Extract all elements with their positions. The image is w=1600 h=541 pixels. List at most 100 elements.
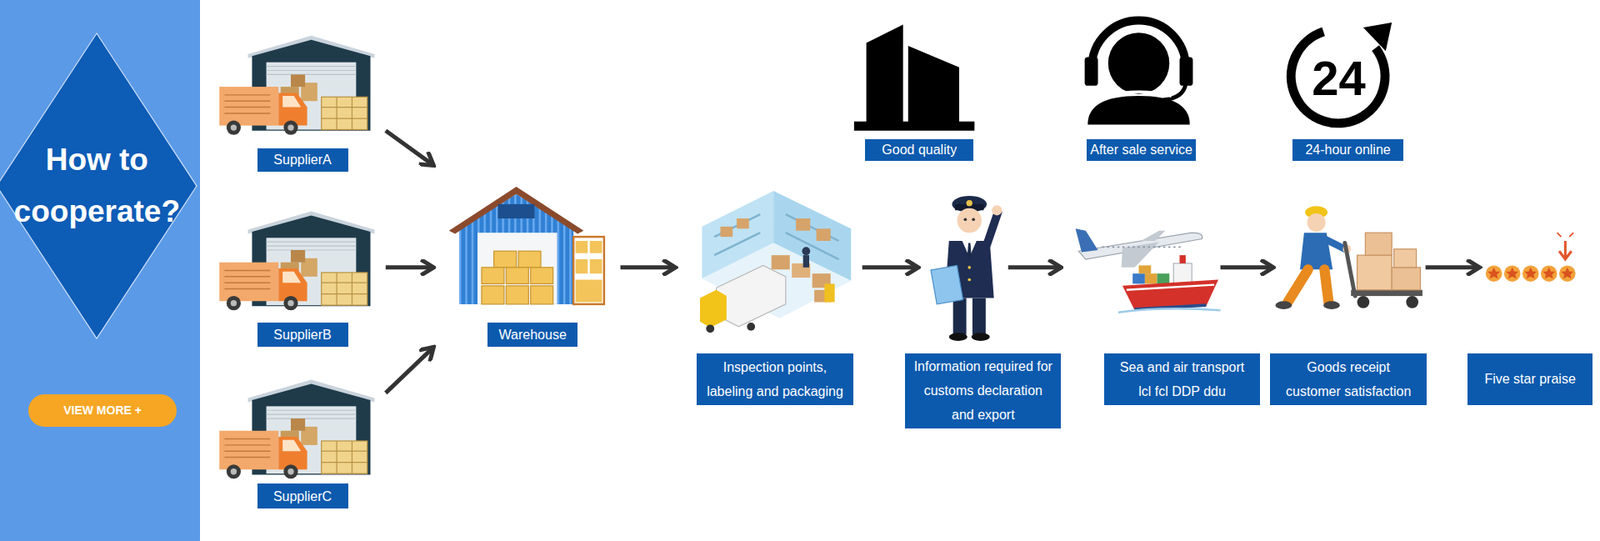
step-label: Sea and air transport lcl fcl DDP ddu xyxy=(1104,353,1260,405)
feature-tag: Good quality xyxy=(865,139,974,162)
building-icon xyxy=(908,45,960,123)
inspection-art xyxy=(736,218,750,229)
warehouse-art xyxy=(575,259,589,274)
flow-arrow xyxy=(385,130,435,166)
flow-arrow xyxy=(862,265,919,270)
five-stars-art xyxy=(1485,265,1503,282)
warehouse-art xyxy=(494,250,517,268)
inspection-art xyxy=(746,322,755,331)
five-stars-art xyxy=(1505,267,1519,279)
supplier-label: SupplierB xyxy=(257,322,349,347)
warehouse-art xyxy=(477,232,558,305)
five-stars-art xyxy=(1540,265,1558,282)
warehouse-art xyxy=(481,285,505,305)
delivery-worker-art xyxy=(1394,249,1417,268)
inspection-art xyxy=(720,226,733,237)
feature-label: Good quality xyxy=(865,139,974,162)
warehouse-art xyxy=(481,267,505,285)
view-more-button: VIEW MORE + xyxy=(28,394,177,427)
headset-icon xyxy=(1085,20,1194,125)
customs-officer-art xyxy=(967,278,971,282)
flow-arrow xyxy=(1008,265,1062,270)
inspection-art xyxy=(700,290,727,328)
process-step: Goods receipt customer satisfaction xyxy=(1273,199,1425,407)
inspection-art xyxy=(795,218,810,231)
inspection-art xyxy=(803,255,810,268)
customs-officer-art xyxy=(966,200,973,206)
step-label: Five star praise xyxy=(1467,353,1594,405)
customs-officer-art xyxy=(967,242,972,260)
five-stars-art xyxy=(1524,267,1537,279)
transport-art xyxy=(1132,273,1145,284)
warehouse-art xyxy=(575,280,603,303)
supplier-c-art xyxy=(219,380,375,480)
clock-number: 24 xyxy=(1307,57,1371,100)
transport-art xyxy=(1173,263,1192,284)
warehouse-art xyxy=(505,285,529,305)
process-step: Sea and air transport lcl fcl DDP ddu xyxy=(1060,219,1220,406)
diamond-outline xyxy=(0,33,197,339)
transport-art xyxy=(1139,265,1152,274)
intro-heading: How to cooperate? xyxy=(14,134,180,238)
delivery-worker-art xyxy=(1287,269,1308,302)
transport-art xyxy=(1122,280,1219,311)
flow-arrow xyxy=(385,265,435,270)
warehouse-art xyxy=(573,236,605,305)
transport-art xyxy=(1118,308,1220,312)
step-label: Information required for customs declara… xyxy=(905,353,1061,430)
supplier-node: SupplierB xyxy=(219,204,386,350)
building-icon xyxy=(854,24,975,130)
supplier-label: SupplierA xyxy=(257,148,349,172)
delivery-worker-art xyxy=(1345,242,1355,296)
inspection-art xyxy=(824,283,835,302)
five-stars-art xyxy=(1559,265,1576,282)
customs-officer-art xyxy=(953,298,967,335)
process-step: Inspection points, labeling and packagin… xyxy=(675,178,863,406)
warehouse-node: Warehouse xyxy=(433,163,620,350)
supplier-label: SupplierC xyxy=(257,483,349,508)
customs-officer-art xyxy=(991,205,1002,215)
transport-art xyxy=(1157,273,1170,284)
headset-icon xyxy=(1108,32,1170,94)
five-stars-art xyxy=(1485,232,1576,282)
five-stars-art xyxy=(1487,267,1500,279)
feature-tag: 24-hour online xyxy=(1292,139,1403,162)
delivery-worker-art xyxy=(1365,232,1392,255)
customs-officer-art xyxy=(930,265,964,305)
transport-art xyxy=(1075,228,1221,312)
headset-icon xyxy=(1163,83,1186,100)
intro-diamond: How to cooperate? xyxy=(0,33,197,339)
inspection-art xyxy=(700,190,851,333)
inspection-art xyxy=(714,214,839,260)
five-stars-art xyxy=(1542,267,1555,279)
clock-24-icon xyxy=(1290,31,1385,124)
transport-art xyxy=(1126,285,1215,290)
transport-art xyxy=(1121,241,1160,268)
flow-arrow xyxy=(1425,265,1480,270)
headset-icon xyxy=(1180,57,1194,86)
customs-officer-art xyxy=(964,217,968,221)
flow-arrow xyxy=(1220,265,1274,270)
transport-art xyxy=(1145,273,1158,284)
customs-officer-art xyxy=(971,332,990,341)
delivery-worker-art xyxy=(1405,295,1419,309)
five-stars-art xyxy=(1522,265,1540,282)
inspection-art xyxy=(705,324,715,333)
warehouse-art xyxy=(505,267,529,285)
diamond-shape xyxy=(0,33,197,339)
process-step: Information required for customs declara… xyxy=(918,189,1009,430)
customs-officer-art xyxy=(972,298,986,335)
delivery-worker-art xyxy=(1275,300,1293,310)
building-icon xyxy=(854,121,975,131)
headset-icon xyxy=(1085,57,1099,86)
inspection-art xyxy=(771,255,790,270)
delivery-worker-art xyxy=(1324,269,1329,302)
customs-officer-art xyxy=(967,265,971,270)
customs-officer-art xyxy=(930,195,1002,341)
transport-art xyxy=(1075,228,1099,252)
customs-officer-art xyxy=(971,217,975,221)
delivery-worker-art xyxy=(1357,295,1370,309)
inspection-art xyxy=(716,265,786,326)
feature-label: After sale service xyxy=(1086,139,1196,162)
